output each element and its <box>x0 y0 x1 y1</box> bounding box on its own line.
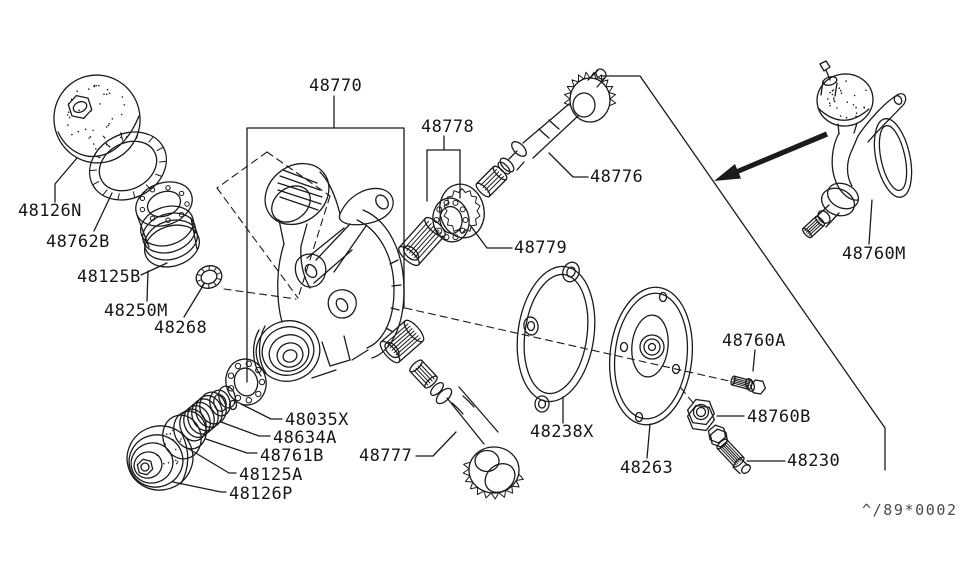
part-label-48126P: 48126P <box>229 484 293 504</box>
part-drawing-48777-shaft <box>379 319 524 500</box>
part-drawing-48770-housing <box>252 162 405 382</box>
part-drawing-48778-cluster <box>398 183 485 267</box>
part-drawing-48126P-cap <box>126 425 194 491</box>
part-label-48125B: 48125B <box>77 267 141 287</box>
part-drawing-48263-cover <box>608 286 694 426</box>
part-label-48125A: 48125A <box>239 465 303 485</box>
part-drawing-48230-adjusting-screw <box>707 424 751 475</box>
part-label-48126N: 48126N <box>18 201 82 221</box>
part-drawing-48762B-ring <box>88 131 168 201</box>
leader-lines <box>54 95 873 493</box>
part-label-48762B: 48762B <box>46 232 110 252</box>
part-label-48035X: 48035X <box>285 410 349 430</box>
part-label-48250M: 48250M <box>104 301 168 321</box>
part-label-48770: 48770 <box>309 76 363 96</box>
part-drawing-48238X-gasket <box>516 261 596 413</box>
part-label-48778: 48778 <box>421 117 475 137</box>
part-label-48634A: 48634A <box>273 428 337 448</box>
part-label-48777: 48777 <box>359 446 413 466</box>
part-label-48760B: 48760B <box>747 407 811 427</box>
part-label-48761B: 48761B <box>260 446 324 466</box>
part-label-48760M: 48760M <box>842 244 906 264</box>
direction-arrow <box>714 131 828 181</box>
part-drawing-48125B-sleeve <box>135 181 200 268</box>
part-label-48238X: 48238X <box>530 422 594 442</box>
part-drawing-48776-shaft <box>475 68 617 198</box>
part-drawing-48761B-worm <box>179 391 227 442</box>
part-label-48230: 48230 <box>787 451 841 471</box>
part-drawing-48268-ring <box>195 265 223 289</box>
part-drawing-48760M-assembly <box>801 60 913 239</box>
part-drawing-48035X-bearing <box>225 358 267 411</box>
part-label-48776: 48776 <box>590 167 644 187</box>
part-drawing-48760B-nut <box>686 398 716 432</box>
part-label-48760A: 48760A <box>722 331 786 351</box>
housing-reference-box <box>246 127 405 383</box>
part-label-48268: 48268 <box>154 318 208 338</box>
construction-dashed-lines <box>216 151 730 405</box>
part-drawing-48760A-bolt <box>730 375 767 395</box>
part-label-48263: 48263 <box>620 458 674 478</box>
part-drawing-48634A-washer <box>209 385 236 417</box>
divider-line <box>600 75 886 471</box>
part-label-48779: 48779 <box>514 238 568 258</box>
diagram-code: ^/89*0002 <box>862 501 958 519</box>
